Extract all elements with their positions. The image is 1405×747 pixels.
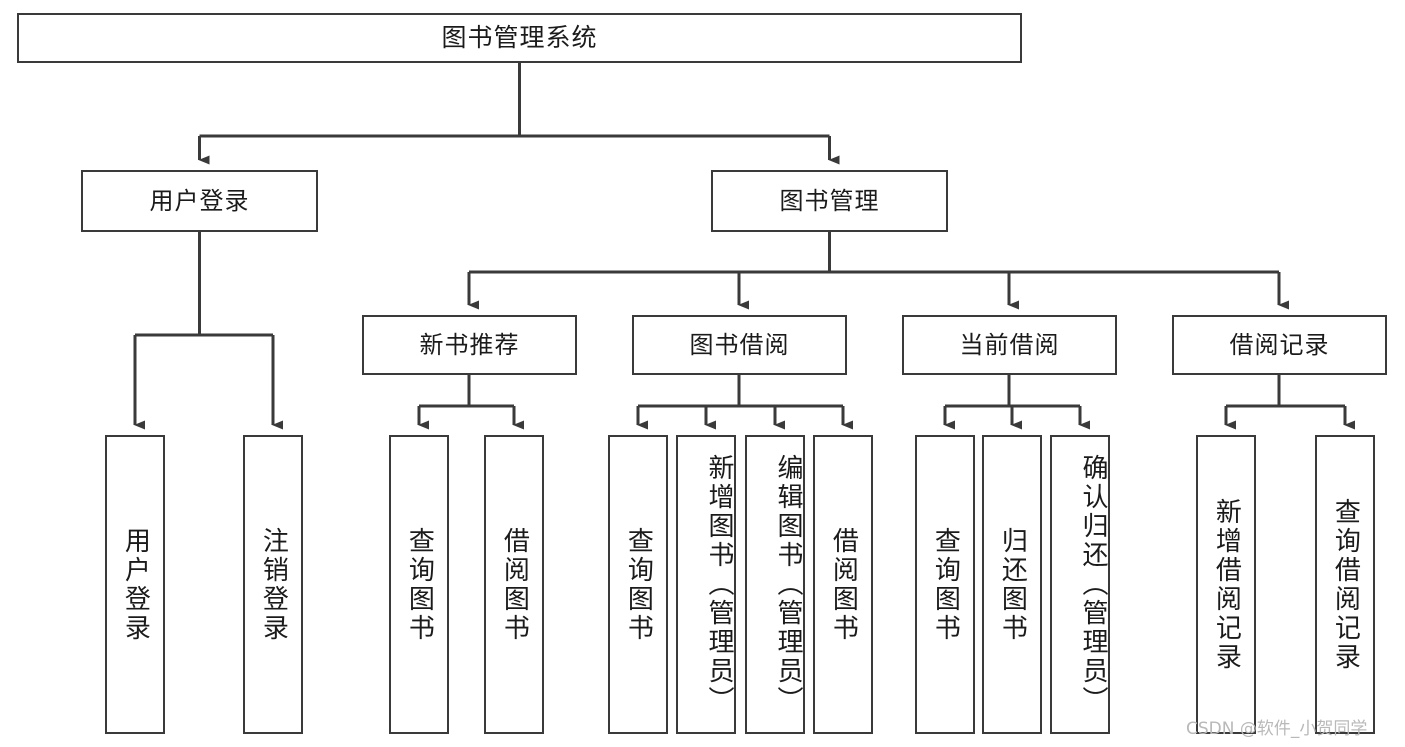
node-label: 图书借阅 — [689, 330, 790, 359]
node-new-book-recommend[interactable]: 新书推荐 — [362, 315, 577, 375]
leaf-add-book-admin[interactable]: 新增图书（管理员） — [676, 435, 736, 734]
leaf-return-books[interactable]: 归还图书 — [982, 435, 1042, 734]
leaf-confirm-return-admin[interactable]: 确认归还（管理员） — [1050, 435, 1110, 734]
node-label: 查询图书 — [623, 526, 654, 643]
node-book-borrow[interactable]: 图书借阅 — [632, 315, 847, 375]
node-label: 归还图书 — [997, 526, 1028, 643]
node-label: 图书管理 — [779, 186, 880, 215]
leaf-query-books-borrow[interactable]: 查询图书 — [608, 435, 668, 734]
node-label: 编辑图书（管理员） — [773, 454, 803, 715]
node-label: 注销登录 — [258, 526, 289, 643]
leaf-add-borrow-record[interactable]: 新增借阅记录 — [1196, 435, 1256, 734]
leaf-query-borrow-record[interactable]: 查询借阅记录 — [1315, 435, 1375, 734]
leaf-borrow-books-newbook[interactable]: 借阅图书 — [484, 435, 544, 734]
node-label: 新书推荐 — [419, 330, 520, 359]
leaf-query-books-current[interactable]: 查询图书 — [915, 435, 975, 734]
node-label: 用户登录 — [149, 186, 250, 215]
leaf-edit-book-admin[interactable]: 编辑图书（管理员） — [745, 435, 805, 734]
node-label: 借阅记录 — [1229, 330, 1330, 359]
node-label: 新增借阅记录 — [1211, 497, 1242, 672]
node-user-login[interactable]: 用户登录 — [81, 170, 318, 232]
node-label: 当前借阅 — [959, 330, 1060, 359]
leaf-user-login[interactable]: 用户登录 — [105, 435, 165, 734]
node-root-book-management-system[interactable]: 图书管理系统 — [17, 13, 1022, 63]
leaf-borrow-books[interactable]: 借阅图书 — [813, 435, 873, 734]
node-label: 借阅图书 — [828, 526, 859, 643]
leaf-query-books-newbook[interactable]: 查询图书 — [389, 435, 449, 734]
csdn-watermark: CSDN @软件_小贺同学 — [1186, 719, 1368, 739]
node-label: 查询图书 — [404, 526, 435, 643]
node-label: 查询图书 — [930, 526, 961, 643]
leaf-logout-login[interactable]: 注销登录 — [243, 435, 303, 734]
node-label: 查询借阅记录 — [1330, 497, 1361, 672]
node-current-borrow[interactable]: 当前借阅 — [902, 315, 1117, 375]
node-label: 用户登录 — [120, 526, 151, 643]
node-label: 新增图书（管理员） — [704, 454, 734, 715]
node-label: 图书管理系统 — [441, 23, 598, 53]
node-borrow-record[interactable]: 借阅记录 — [1172, 315, 1387, 375]
node-label: 确认归还（管理员） — [1078, 454, 1108, 715]
node-label: 借阅图书 — [499, 526, 530, 643]
node-book-management[interactable]: 图书管理 — [711, 170, 948, 232]
